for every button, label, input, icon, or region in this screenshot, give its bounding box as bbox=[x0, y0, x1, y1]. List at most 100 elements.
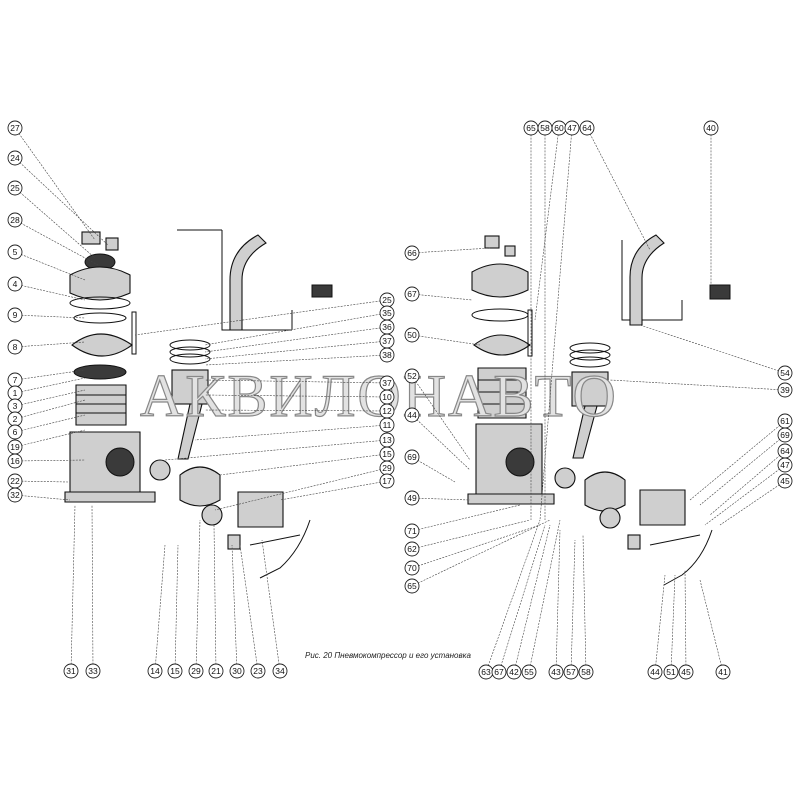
callout-circle bbox=[250, 663, 266, 679]
callout-circle bbox=[506, 664, 522, 680]
callout-circle bbox=[404, 368, 420, 384]
callout-circle bbox=[379, 347, 395, 363]
callout-number: 50 bbox=[407, 330, 417, 340]
part-callout: 47 bbox=[777, 457, 793, 473]
leader-line bbox=[411, 414, 471, 471]
part-callout: 49 bbox=[404, 490, 420, 506]
callout-circle bbox=[404, 541, 420, 557]
part-callout: 4 bbox=[7, 276, 23, 292]
callout-number: 64 bbox=[582, 123, 592, 133]
callout-circle bbox=[563, 664, 579, 680]
gasket-2 bbox=[73, 364, 127, 380]
callout-circle bbox=[404, 245, 420, 261]
part-callout: 70 bbox=[404, 560, 420, 576]
leader-line bbox=[261, 539, 281, 672]
callout-circle bbox=[777, 382, 793, 398]
leader-line bbox=[14, 157, 109, 246]
part-callout: 15 bbox=[379, 446, 395, 462]
callout-circle bbox=[7, 453, 23, 469]
part-callout: 27 bbox=[7, 120, 23, 136]
callout-number: 67 bbox=[407, 289, 417, 299]
callout-number: 38 bbox=[382, 350, 392, 360]
callout-number: 60 bbox=[554, 123, 564, 133]
part-callout: 38 bbox=[379, 347, 395, 363]
leader-line bbox=[70, 504, 76, 672]
air-pipe bbox=[229, 234, 267, 331]
leader-line bbox=[174, 544, 179, 672]
leader-line bbox=[14, 219, 99, 266]
leader-line bbox=[534, 127, 560, 321]
leader-line bbox=[654, 574, 666, 673]
leader-line bbox=[528, 519, 561, 673]
callout-number: 25 bbox=[10, 183, 20, 193]
callout-number: 49 bbox=[407, 493, 417, 503]
stud bbox=[131, 311, 137, 355]
leader-line bbox=[689, 420, 786, 501]
leader-line bbox=[14, 341, 86, 348]
callout-circle bbox=[404, 578, 420, 594]
callout-number: 24 bbox=[10, 153, 20, 163]
leader-line bbox=[231, 544, 238, 672]
leader-line bbox=[194, 424, 388, 441]
leader-line bbox=[204, 326, 388, 353]
leader-line bbox=[586, 127, 651, 251]
leader-line bbox=[539, 127, 573, 521]
part-callout: 8 bbox=[7, 339, 23, 355]
callout-circle bbox=[7, 212, 23, 228]
leader-line bbox=[411, 334, 481, 346]
callout-circle bbox=[404, 407, 420, 423]
part-callout: 34 bbox=[272, 663, 288, 679]
oil-line bbox=[259, 519, 311, 579]
part-callout: 30 bbox=[229, 663, 245, 679]
callout-number: 44 bbox=[407, 410, 417, 420]
leader-line bbox=[204, 312, 388, 346]
callout-circle bbox=[7, 339, 23, 355]
callout-number: 39 bbox=[780, 385, 790, 395]
callout-number: 19 bbox=[10, 442, 20, 452]
leader-line bbox=[609, 379, 786, 391]
part-callout: 22 bbox=[7, 473, 23, 489]
part-callout: 58 bbox=[537, 120, 553, 136]
leader-line bbox=[14, 399, 86, 420]
leader-line bbox=[411, 456, 456, 483]
crankcase-opening bbox=[105, 447, 135, 477]
callout-number: 32 bbox=[10, 490, 20, 500]
leader-line bbox=[582, 534, 587, 673]
base-flange bbox=[467, 493, 555, 505]
part-callout: 13 bbox=[379, 432, 395, 448]
part-callout: 37 bbox=[379, 333, 395, 349]
piston bbox=[171, 369, 209, 405]
part-callout: 15 bbox=[167, 663, 183, 679]
leader-line bbox=[279, 480, 388, 501]
callout-number: 23 bbox=[253, 666, 263, 676]
part-callout: 66 bbox=[404, 245, 420, 261]
leader-line bbox=[719, 480, 786, 526]
bolt bbox=[249, 534, 301, 546]
part-callout: 12 bbox=[379, 403, 395, 419]
part-callout: 47 bbox=[564, 120, 580, 136]
callout-number: 55 bbox=[524, 667, 534, 677]
callout-number: 57 bbox=[566, 667, 576, 677]
leader-line bbox=[14, 187, 96, 259]
leader-line bbox=[134, 299, 388, 336]
part-callout: 67 bbox=[404, 286, 420, 302]
leader-line bbox=[204, 394, 388, 398]
callout-number: 36 bbox=[382, 322, 392, 332]
part-callout: 58 bbox=[578, 664, 594, 680]
leader-line bbox=[498, 524, 546, 673]
leader-line bbox=[14, 459, 86, 462]
part-callout: 29 bbox=[379, 460, 395, 476]
callout-circle bbox=[579, 120, 595, 136]
coupling bbox=[201, 504, 223, 526]
leader-line bbox=[204, 354, 388, 366]
stud bbox=[527, 309, 533, 357]
leader-line bbox=[204, 409, 388, 412]
callout-circle bbox=[147, 663, 163, 679]
callout-circle bbox=[404, 523, 420, 539]
leader-line bbox=[219, 453, 388, 476]
callout-circle bbox=[777, 473, 793, 489]
leader-line bbox=[699, 434, 786, 506]
